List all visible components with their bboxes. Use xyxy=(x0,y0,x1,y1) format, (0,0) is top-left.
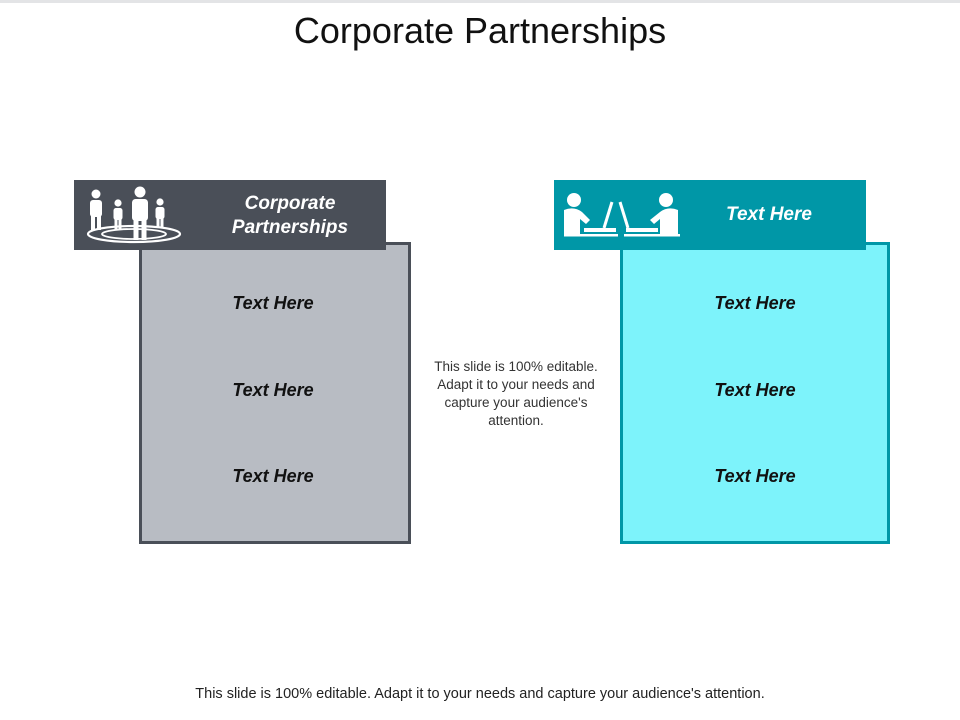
right-card-item-2: Text Here xyxy=(714,380,796,400)
left-card-item-3: Text Here xyxy=(232,466,314,486)
left-card-header: Corporate Partnerships xyxy=(74,180,386,250)
left-card-item-2: Text Here xyxy=(232,380,314,400)
right-card-item-1: Text Here xyxy=(714,293,796,313)
left-card-body: Text Here Text Here Text Here xyxy=(139,242,411,544)
meeting-laptops-icon xyxy=(564,193,680,237)
right-card-header-label: Text Here xyxy=(726,204,812,225)
center-note: This slide is 100% editable. Adapt it to… xyxy=(434,359,598,428)
team-group-icon xyxy=(86,186,182,244)
right-card-item-3: Text Here xyxy=(714,466,796,486)
top-divider xyxy=(0,0,960,3)
footer-note: This slide is 100% editable. Adapt it to… xyxy=(195,686,765,702)
right-card-header: Text Here xyxy=(554,180,866,250)
left-card-header-label: Corporate Partnerships xyxy=(231,193,349,238)
right-card-body: Text Here Text Here Text Here xyxy=(620,242,890,544)
slide-title: Corporate Partnerships xyxy=(293,10,667,51)
left-card-item-1: Text Here xyxy=(232,293,314,313)
